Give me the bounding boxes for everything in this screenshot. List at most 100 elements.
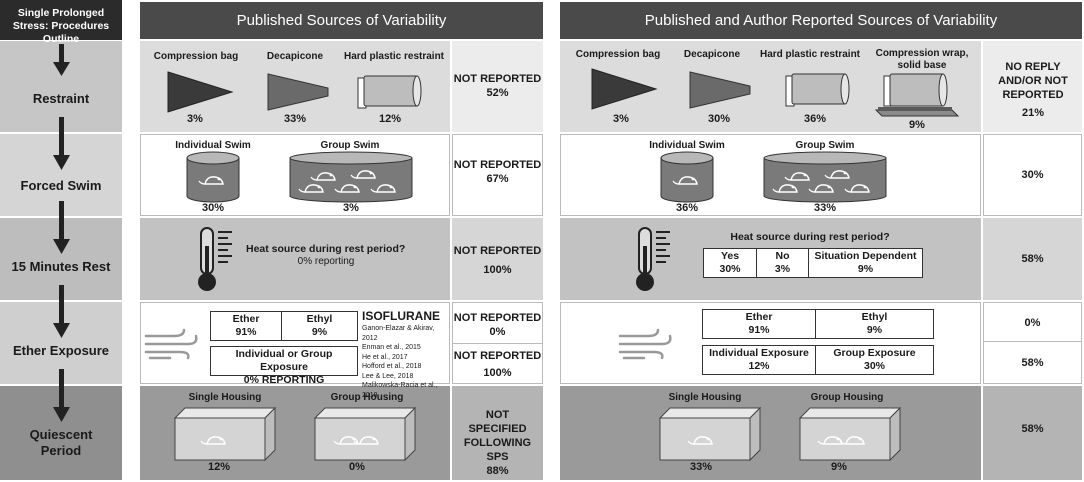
restraint-auth-label-4: Compression wrap, solid base xyxy=(875,48,969,71)
ether-auth-exposure-individual: Individual Exposure 12% xyxy=(709,347,809,372)
ether-pub-nr-divider xyxy=(453,343,542,344)
mouse-icon xyxy=(824,170,850,179)
restraint-pub-value-1: 3% xyxy=(187,113,203,125)
thermometer-icon xyxy=(198,227,232,291)
stage-label-quiescent: Quiescent Period xyxy=(29,427,93,458)
housing-box-icon xyxy=(798,406,902,462)
stage-label-forced-swim: Forced Swim xyxy=(20,178,102,193)
ether-pub-exposure-box: Individual or Group Exposure 0% REPORTIN… xyxy=(210,346,358,386)
mouse-icon xyxy=(784,172,810,181)
right-header: Published and Author Reported Sources of… xyxy=(644,12,998,29)
mouse-icon xyxy=(370,184,396,193)
rest-auth-option-yes: Yes 30% xyxy=(719,250,741,275)
right-restraint-nr-bg xyxy=(983,41,1082,132)
rest-pub-not-reported: NOT REPORTED 100% xyxy=(452,244,543,277)
quiescent-pub-label-2: Group Housing xyxy=(330,392,404,403)
restraint-pub-label-1: Compression bag xyxy=(153,51,239,62)
vapor-icon xyxy=(144,328,198,360)
compression-bag-icon xyxy=(591,68,658,110)
swim-pub-nr-value: 67% xyxy=(486,173,509,185)
quiescent-auth-icons xyxy=(658,406,902,462)
restraint-pub-value-2: 33% xyxy=(283,113,307,125)
swim-pub-not-reported: NOT REPORTED 67% xyxy=(452,158,543,186)
title-box xyxy=(0,0,122,40)
rest-auth-option-no: No 3% xyxy=(774,250,791,275)
restraint-pub-nr-value: 52% xyxy=(486,87,509,99)
ether-pub-exposure: Individual or Group Exposure 0% REPORTIN… xyxy=(235,348,333,386)
hard-plastic-restraint-icon xyxy=(785,73,850,107)
quiescent-pub-label-1: Single Housing xyxy=(188,392,262,403)
ether-auth-nr-divider xyxy=(984,341,1081,342)
mouse-icon xyxy=(687,436,713,445)
swim-pub-icons xyxy=(186,151,413,203)
right-ether-nr-bg xyxy=(983,302,1082,384)
stage-arrows xyxy=(53,44,70,422)
stage-label-rest: 15 Minutes Rest xyxy=(11,259,111,274)
quiescent-auth-label-1: Single Housing xyxy=(668,392,742,403)
restraint-auth-value-3: 36% xyxy=(803,113,827,125)
mouse-icon xyxy=(200,436,226,445)
restraint-pub-label-3: Hard plastic restraint xyxy=(343,51,445,62)
quiescent-pub-icons xyxy=(173,406,417,462)
compression-bag-icon xyxy=(167,71,234,113)
isoflurane-references: Ganon-Elazar & Akirav, 2012 Enman et al.… xyxy=(362,325,438,399)
right-rest-nr-bg xyxy=(983,218,1082,300)
left-header: Published Sources of Variability xyxy=(236,12,447,29)
left-rest-nr-bg xyxy=(452,218,543,300)
mouse-icon xyxy=(672,176,698,185)
compression-wrap-icon xyxy=(874,73,960,117)
hard-plastic-restraint-icon xyxy=(357,75,422,109)
stage-label-restraint: Restraint xyxy=(32,91,90,106)
decapicone-icon xyxy=(267,73,329,111)
mouse-icon xyxy=(844,184,870,193)
swim-auth-icons xyxy=(660,151,887,203)
ether-auth-no-reply-1: 0% xyxy=(1024,317,1041,329)
quiescent-auth-label-2: Group Housing xyxy=(810,392,884,403)
swim-auth-value-2: 33% xyxy=(813,202,837,214)
swim-tank-icon xyxy=(289,151,413,203)
mouse-icon xyxy=(808,184,834,193)
restraint-auth-nr-value: 21% xyxy=(1021,107,1045,119)
swim-auth-value-1: 36% xyxy=(675,202,699,214)
restraint-pub-not-reported: NOT REPORTED 52% xyxy=(452,72,543,100)
restraint-pub-label-2: Decapicone xyxy=(266,51,324,62)
restraint-auth-nr-label: NO REPLY AND/OR NOT REPORTED xyxy=(998,61,1068,101)
left-rest-bg xyxy=(140,218,450,300)
swim-pub-value-2: 3% xyxy=(343,202,359,214)
swim-auth-label-1: Individual Swim xyxy=(649,140,725,151)
decapicone-icon xyxy=(689,71,751,109)
left-quiescent-nr-bg xyxy=(452,386,543,480)
quiescent-pub-not-specified: NOT SPECIFIED FOLLOWING SPS 88% xyxy=(463,409,532,477)
rest-pub-question: Heat source during rest period? xyxy=(246,243,406,255)
restraint-pub-value-3: 12% xyxy=(378,113,402,125)
mouse-icon xyxy=(333,436,359,445)
quiescent-pub-value-1: 12% xyxy=(207,461,231,473)
restraint-auth-label-1: Compression bag xyxy=(575,49,661,60)
vapor-icon xyxy=(618,328,672,360)
ether-auth-agent-ethyl: Ethyl 9% xyxy=(861,311,888,336)
restraint-auth-value-2: 30% xyxy=(707,113,731,125)
ether-pub-agents-table: Ether 91% Ethyl 9% xyxy=(210,311,358,341)
ether-auth-agents-table: Ether 91% Ethyl 9% xyxy=(702,309,934,339)
right-quiescent-nr-bg xyxy=(983,386,1082,480)
rest-auth-question: Heat source during rest period? xyxy=(730,231,890,243)
isoflurane-label: ISOFLURANE xyxy=(362,309,440,323)
swim-pub-value-1: 30% xyxy=(201,202,225,214)
rest-pub-nr-value: 100% xyxy=(483,264,512,276)
quiescent-auth-no-reply: 58% xyxy=(1021,423,1044,435)
swim-tank-icon xyxy=(763,151,887,203)
mouse-icon xyxy=(310,172,336,181)
quiescent-auth-value-1: 33% xyxy=(689,461,713,473)
restraint-auth-no-reply: NO REPLY AND/OR NOT REPORTED 21% xyxy=(986,60,1080,120)
right-header-bg xyxy=(560,2,1082,39)
swim-auth-label-2: Group Swim xyxy=(795,140,855,151)
ether-pub-agent-ethyl: Ethyl 9% xyxy=(306,313,333,338)
housing-box-icon xyxy=(658,406,762,462)
mouse-icon xyxy=(839,436,865,445)
ether-pub-not-reported-2: NOT REPORTED 100% xyxy=(453,350,542,379)
right-quiescent-bg xyxy=(560,386,981,480)
left-restraint-nr-bg xyxy=(452,41,543,132)
ether-auth-no-reply-2: 58% xyxy=(1021,357,1044,369)
swim-auth-no-reply: 30% xyxy=(1021,169,1044,181)
